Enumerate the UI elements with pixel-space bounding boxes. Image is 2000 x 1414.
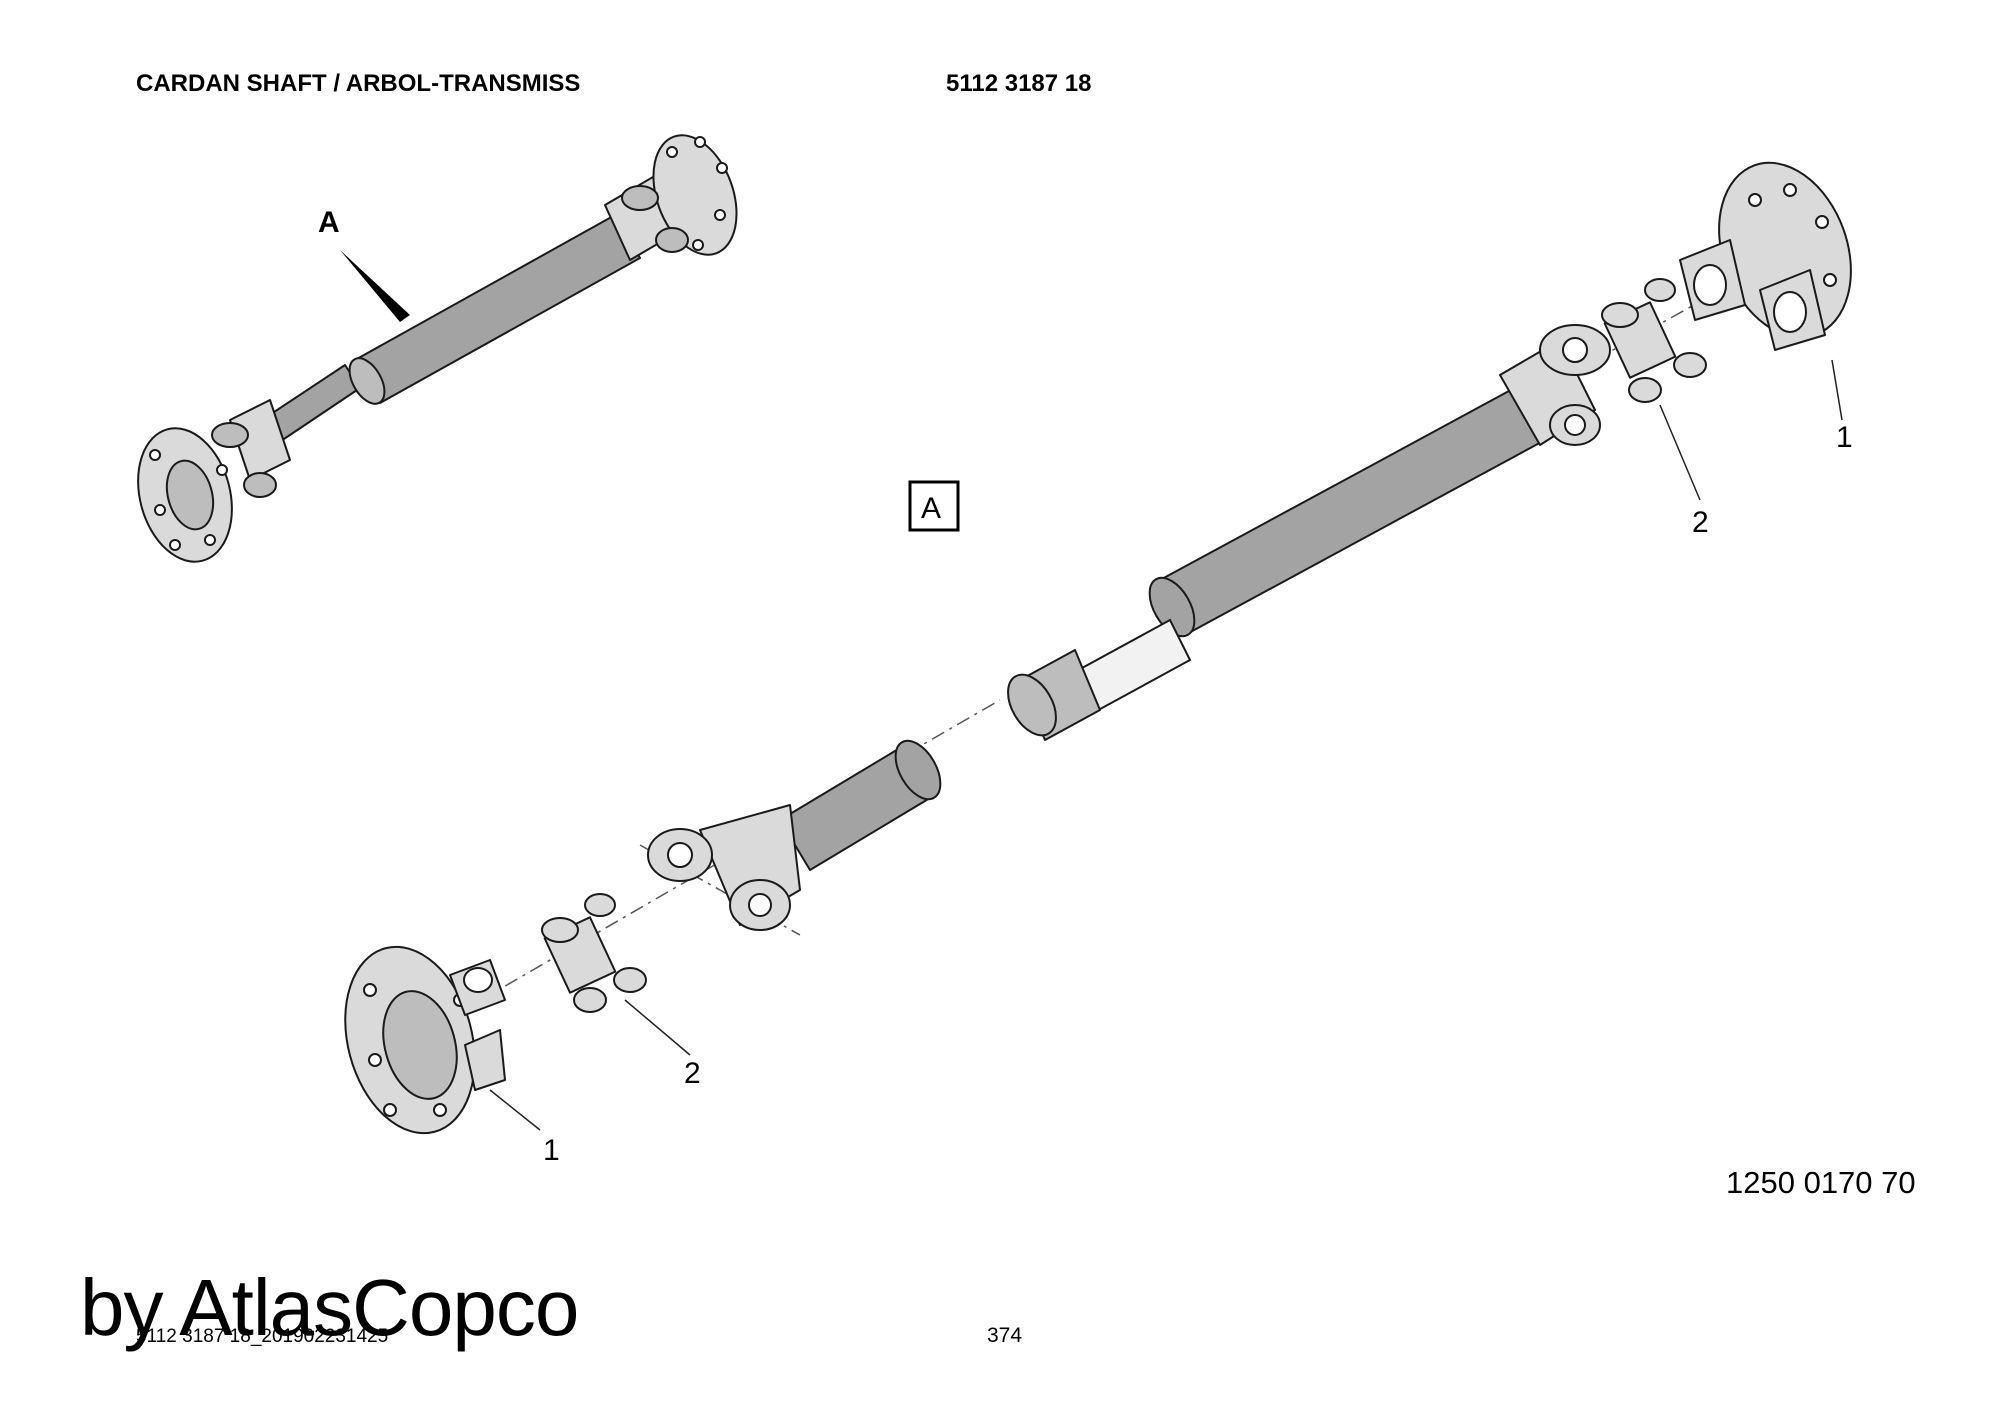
detail-box: A [908,480,960,532]
detail-box-label: A [921,492,941,525]
figure-number: 1250 0170 70 [1726,1165,1916,1200]
splined-shaft [1007,618,1192,741]
tube-yoke [1148,324,1611,638]
cross-journal-lower [541,893,647,1013]
detail-arrow: A [318,206,410,322]
flange-yoke-lower [344,945,506,1135]
watermark: by AtlasCopco [80,1263,579,1352]
cross-journal-upper [1601,278,1707,403]
flange-yoke-upper [1679,161,1852,351]
callout-2-lower: 2 [684,1057,701,1090]
page-title: CARDAN SHAFT / ARBOL-TRANSMISS [136,70,581,97]
callout-1-upper: 1 [1836,421,1853,454]
sleeve-yoke [647,739,942,931]
footer-code: 5112 3187 18_201902231425 [136,1326,389,1347]
detail-arrow-label: A [318,206,340,239]
assembled-cardan-shaft [137,134,738,563]
page-number: 374 [987,1324,1023,1347]
callout-1-lower: 1 [543,1134,560,1167]
callout-2-upper: 2 [1692,506,1709,539]
part-number: 5112 3187 18 [946,70,1092,97]
